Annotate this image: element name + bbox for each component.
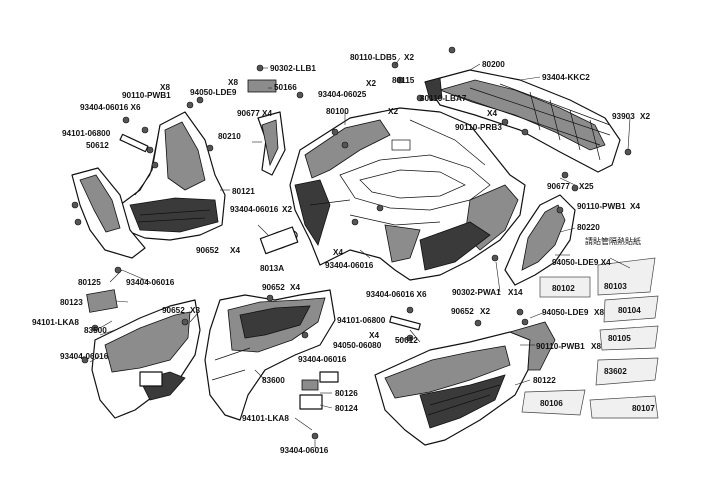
label-90110-PWB1-lower: 90110-PWB1 (536, 342, 585, 351)
qty-93404-06016-mid: X2 (282, 205, 292, 214)
label-80104: 80104 (618, 306, 641, 315)
qty-94050-06080: X4 (369, 331, 379, 340)
rear-carrier (424, 69, 621, 173)
label-80121: 80121 (232, 187, 255, 196)
qty-80115: X2 (366, 79, 376, 88)
qty-80100: X2 (388, 107, 398, 116)
main-fender-body (289, 107, 526, 281)
label-90110-PRB3: 90110-PRB3 (455, 123, 502, 132)
sticker-83602 (595, 357, 659, 386)
sticker-80102 (539, 276, 591, 298)
label-80102: 80102 (552, 284, 575, 293)
right-fender-80220 (504, 194, 576, 286)
label-94050-LDE9-right: 94050-LDE9 X4 (552, 258, 611, 267)
label-90110-PWB1-top: 90110-PWB1 (122, 91, 171, 100)
label-93404-06016-center: 93404-06016 (325, 261, 374, 270)
label-93404-06016-x8: 93404-06016 (60, 352, 109, 361)
qty-90110-PWB1-right: X4 (630, 202, 640, 211)
label-94101-LKA8-left: 94101-LKA8 (32, 318, 79, 327)
qty-90677-top: X4 (262, 109, 272, 118)
qty-90110-PRB3: X4 (487, 109, 497, 118)
qty-94050-LDE9-top: X8 (228, 78, 238, 87)
part-labels: 90302-LLB1 80110-LDB5 X2 80115 80200 934… (32, 53, 655, 455)
label-50166: 50166 (274, 83, 297, 92)
label-90652-lower: 90652 (262, 283, 285, 292)
label-94050-LDE9-lower: 94050-LDE9 (542, 308, 589, 317)
label-90652-x3: 90652 (162, 306, 185, 315)
qty-90677-right: X25 (579, 182, 594, 191)
label-50612-top: 50612 (86, 141, 109, 150)
label-94050-LDE9-top: 94050-LDE9 (190, 88, 237, 97)
label-93404-06016-lower-left: 93404-06016 (126, 278, 175, 287)
label-80100: 80100 (326, 107, 349, 116)
label-83602: 83602 (604, 367, 627, 376)
label-90302-LLB1: 90302-LLB1 (270, 64, 316, 73)
label-80107: 80107 (632, 404, 655, 413)
label-93404-06016-bottom: 93404-06016 (280, 446, 329, 455)
sticker-80103 (597, 257, 656, 296)
label-90677-right: 90677 (547, 182, 570, 191)
qty-90652-lower: X4 (290, 283, 300, 292)
lower-center-fender-83600 (204, 289, 336, 421)
sticker-80106 (521, 389, 586, 416)
label-80210: 80210 (218, 132, 241, 141)
qty-90110-PWB1-lower: X8 (591, 342, 601, 351)
label-90302-PWA1: 90302-PWA1 (452, 288, 501, 297)
label-93404-06016-x6-lower: 93404-06016 X6 (366, 290, 427, 299)
label-93404-06025: 93404-06025 (318, 90, 367, 99)
side-strip-80210 (257, 111, 286, 176)
label-80122: 80122 (533, 376, 556, 385)
label-80123: 80123 (60, 298, 83, 307)
left-side-panel (119, 111, 226, 241)
qty-90302-PWA1: X14 (508, 288, 523, 297)
fasteners (71, 46, 632, 440)
label-50612-lower: 50612 (395, 336, 418, 345)
label-93903: 93903 (612, 112, 635, 121)
label-80125: 80125 (78, 278, 101, 287)
label-90677-top: 90677 (237, 109, 260, 118)
leader-lines (89, 57, 631, 448)
lower-left-fender-83500 (91, 299, 201, 419)
sticker-80107 (589, 395, 659, 419)
qty-90652-x3: X3 (190, 306, 200, 315)
label-90110-PWB1-right: 90110-PWB1 (577, 202, 626, 211)
label-83600: 83600 (262, 376, 285, 385)
label-80110-LBA7: 80110-LBA7 (420, 94, 467, 103)
qty-94050-LDE9-lower: X8 (594, 308, 604, 317)
note-heat-insulation-sticker: 請貼管隔熱貼紙 (585, 236, 641, 246)
label-80103: 80103 (604, 282, 627, 291)
label-94101-LKA8-lower: 94101-LKA8 (242, 414, 289, 423)
qty-90652-mid: X4 (230, 246, 240, 255)
left-footrest (71, 167, 146, 259)
label-80110-LDB5: 80110-LDB5 (350, 53, 397, 62)
sticker-80104 (603, 295, 659, 323)
qty-93903: X2 (640, 112, 650, 121)
label-80105: 80105 (608, 334, 631, 343)
small-parts (86, 79, 421, 410)
label-94050-06080: 94050-06080 (333, 341, 382, 350)
label-80115: 80115 (392, 76, 415, 85)
label-8013A: 8013A (260, 264, 284, 273)
qty-93404-06016-center: X4 (333, 248, 343, 257)
label-93404-06016-left: 93404-06016 X6 (80, 103, 141, 112)
label-94101-06800-lower: 94101-06800 (337, 316, 386, 325)
sticker-80105 (599, 325, 659, 351)
label-80124: 80124 (335, 404, 358, 413)
label-90652-mid: 90652 (196, 246, 219, 255)
label-83500: 83500 (84, 326, 107, 335)
right-footrest-80122 (374, 321, 556, 446)
label-80220: 80220 (577, 223, 600, 232)
label-90652-right: 90652 (451, 307, 474, 316)
label-80126: 80126 (335, 389, 358, 398)
label-93404-06016-mid: 93404-06016 (230, 205, 279, 214)
qty-90652-right: X2 (480, 307, 490, 316)
label-94101-06800-top: 94101-06800 (62, 129, 111, 138)
label-80200: 80200 (482, 60, 505, 69)
qty-80110-LDB5: X2 (404, 53, 414, 62)
label-93404-KKC2: 93404-KKC2 (542, 73, 590, 82)
label-80106: 80106 (540, 399, 563, 408)
qty-90110-PWB1-top: X8 (160, 83, 170, 92)
label-93404-06016-center-lower: 93404-06016 (298, 355, 347, 364)
